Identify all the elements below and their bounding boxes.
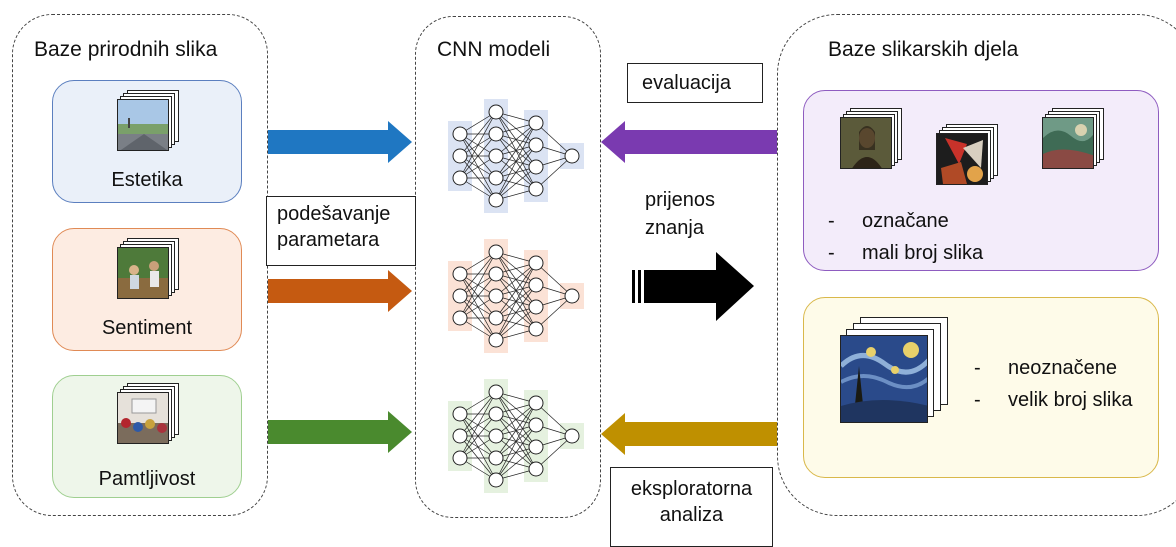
labeled-property-item: -označane xyxy=(828,210,949,232)
dataset-label-estetika: Estetika xyxy=(111,169,183,191)
green-arrow xyxy=(268,411,412,453)
dataset-box-estetika: Estetika xyxy=(52,80,242,203)
painting-datasets-title: Baze slikarskih djela xyxy=(828,38,1019,61)
unlabeled-paintings-box: -neoznačene -velik broj slika xyxy=(803,297,1159,478)
cnn-models-title: CNN modeli xyxy=(437,38,551,61)
dataset-label-pamtljivost: Pamtljivost xyxy=(98,468,196,490)
labeled-paintings-box: -označane -mali broj slika xyxy=(803,90,1159,271)
labeled-property-item: -mali broj slika xyxy=(828,242,984,264)
orange-arrow xyxy=(268,270,412,312)
mona-lisa-icon xyxy=(840,108,902,170)
neural-network-icon xyxy=(448,99,584,213)
dataset-label-sentiment: Sentiment xyxy=(101,317,193,339)
landscape-photo-icon xyxy=(117,90,179,152)
evaluation-label: evaluacija xyxy=(627,63,763,103)
unlabeled-property-item: -velik broj slika xyxy=(974,389,1133,411)
landscape-painting-icon xyxy=(1042,108,1104,170)
exploratory-analysis-label: eksploratorna analiza xyxy=(610,467,773,547)
dataset-box-sentiment: Sentiment xyxy=(52,228,242,351)
knowledge-transfer-label: prijenos znanja xyxy=(645,189,716,239)
people-photo-icon xyxy=(117,238,179,300)
labeled-paintings-properties: -označane -mali broj slika xyxy=(828,205,983,269)
neural-network-icon xyxy=(448,239,584,353)
transfer-arrow xyxy=(632,252,754,321)
abstract-painting-icon xyxy=(936,124,998,186)
neural-network-icon xyxy=(448,379,584,493)
starry-night-icon xyxy=(840,317,948,423)
unlabeled-paintings-properties: -neoznačene -velik broj slika xyxy=(974,352,1132,416)
gold-arrow xyxy=(601,413,777,455)
neural-networks xyxy=(448,99,584,493)
blue-arrow xyxy=(268,121,412,163)
unlabeled-property-item: -neoznačene xyxy=(974,357,1117,379)
fine-tuning-label: podešavanje parametara xyxy=(266,196,416,266)
arrows-layer xyxy=(268,121,777,455)
purple-arrow xyxy=(601,121,777,163)
group-photo-icon xyxy=(117,383,179,445)
dataset-box-pamtljivost: Pamtljivost xyxy=(52,375,242,498)
cnn-models-group xyxy=(415,16,601,518)
natural-image-datasets-title: Baze prirodnih slika xyxy=(34,38,218,61)
painting-datasets-group xyxy=(777,14,1176,516)
